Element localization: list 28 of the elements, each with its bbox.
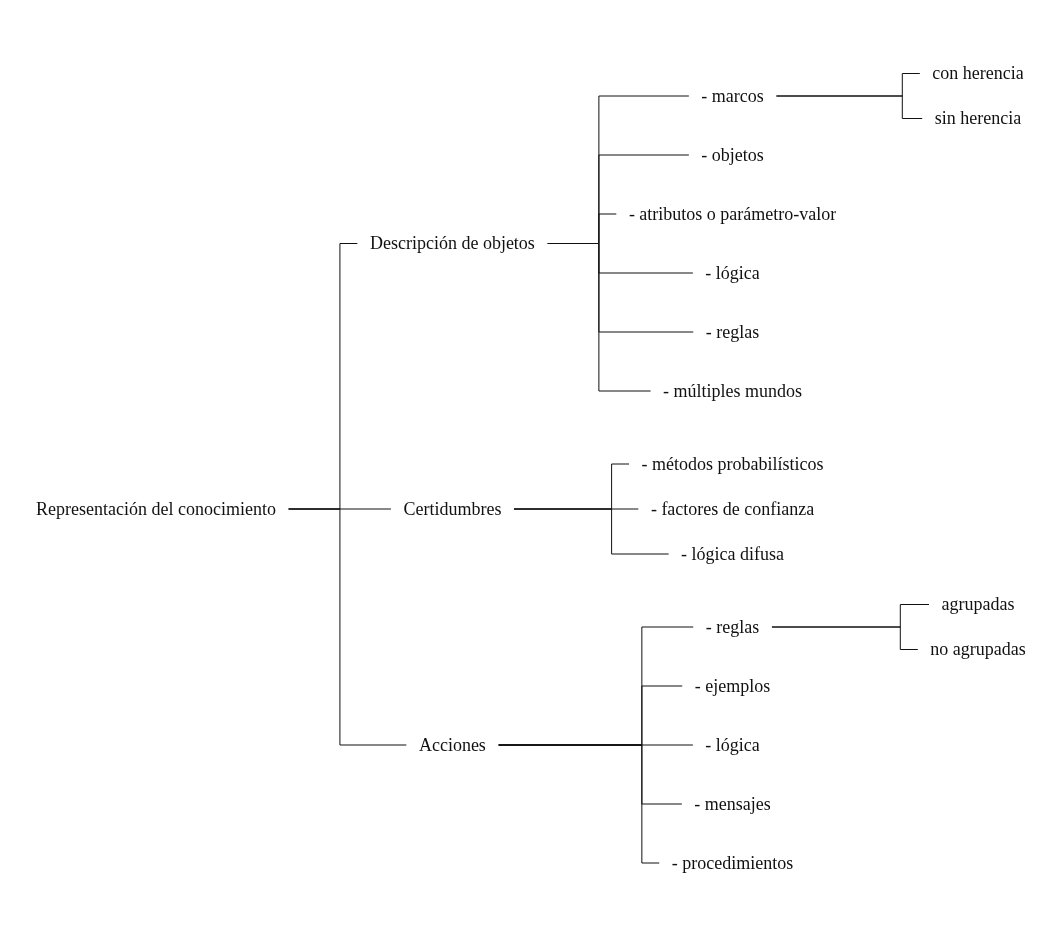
node-text: - reglas bbox=[705, 321, 760, 342]
node-text: - lógica bbox=[705, 734, 760, 755]
node-text: - múltiples mundos bbox=[663, 380, 803, 401]
node-text: - objetos bbox=[701, 144, 764, 165]
node-text: - atributos o parámetro-valor bbox=[628, 203, 837, 224]
node-text: Acciones bbox=[419, 734, 486, 755]
node-text: Representación del conocimiento bbox=[36, 498, 277, 519]
node-text: - factores de confianza bbox=[650, 498, 815, 519]
connector bbox=[770, 626, 919, 650]
node-text: - reglas bbox=[705, 616, 760, 637]
node-text: - ejemplos bbox=[694, 675, 771, 696]
node-text: - mensajes bbox=[694, 793, 771, 814]
connector bbox=[497, 744, 661, 864]
node-text: - marcos bbox=[701, 85, 764, 106]
connector bbox=[513, 508, 670, 555]
node-text: Descripción de objetos bbox=[370, 232, 535, 253]
connector bbox=[287, 508, 408, 746]
node-text: sin herencia bbox=[934, 107, 1022, 128]
connector bbox=[775, 95, 924, 119]
node-text: no agrupadas bbox=[930, 638, 1026, 659]
node-text: - lógica bbox=[705, 262, 760, 283]
node-text: con herencia bbox=[932, 62, 1024, 83]
node-text: Certidumbres bbox=[403, 498, 502, 519]
node-text: agrupadas bbox=[941, 593, 1015, 614]
node-text: - métodos probabilísticos bbox=[641, 453, 824, 474]
node-text: - procedimientos bbox=[671, 852, 794, 873]
connector bbox=[546, 242, 652, 392]
node-text: - lógica difusa bbox=[681, 543, 785, 564]
